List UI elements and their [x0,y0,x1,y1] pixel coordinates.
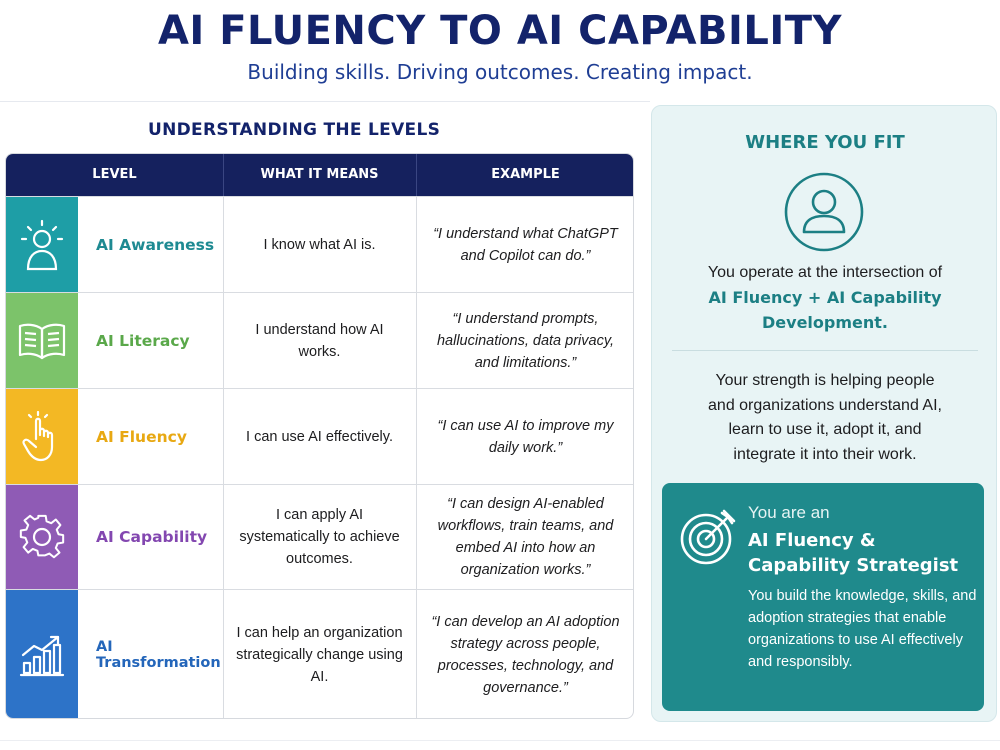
level-name: AI Fluency [96,427,187,446]
level-example: “I understand what ChatGPT and Copilot c… [433,225,618,264]
page-subtitle: Building skills. Driving outcomes. Creat… [247,60,753,84]
panel-title: WHERE YOU FIT [745,132,905,153]
table-row: AI Capability I can apply AI systematica… [6,484,633,589]
where-you-fit-panel: WHERE YOU FIT You operate at the interse… [651,105,997,722]
open-book-icon [18,323,66,359]
table-row: AI Awareness I know what AI is. “I under… [6,196,633,292]
levels-table: LEVEL WHAT IT MEANS EXAMPLE AI Awareness… [5,153,634,719]
level-meaning: I can help an organization strategically… [236,625,403,685]
panel-intro: You operate at the intersection of [707,264,943,281]
column-separator [416,196,417,718]
panel-highlight: AI Fluency + AI Capability [708,288,942,307]
column-header-meaning: WHAT IT MEANS [260,167,379,182]
level-example: “I understand prompts, hallucinations, d… [436,310,615,371]
panel-divider [672,350,978,351]
panel-strength-text: learn to use it, adopt it, and [728,421,922,438]
role-card: You are an AI Fluency & Capability Strat… [662,483,984,711]
level-meaning: I understand how AI works. [255,321,384,360]
card-role-title: AI Fluency & Capability Strategist [748,530,959,576]
level-name: AI Awareness [96,235,215,254]
footer-divider [0,740,1000,741]
level-name: AI Literacy [96,331,190,350]
card-intro: You are an [748,503,830,522]
level-color-cell [6,389,78,484]
level-example: “I can use AI to improve my daily work.” [437,417,614,456]
hand-tap-icon [22,410,54,461]
page-title: AI FLUENCY TO AI CAPABILITY [157,8,843,54]
panel-strength-text: Your strength is helping people [715,372,935,389]
level-name: AI Transformation [96,639,221,671]
gear-icon [19,514,65,559]
level-color-cell [6,197,78,292]
level-meaning: I can use AI effectively. [246,428,393,445]
column-separator [223,196,224,718]
level-meaning: I can apply AI systematically to achieve… [239,507,400,567]
column-header-example: EXAMPLE [491,167,560,182]
level-color-cell [6,485,78,589]
person-icon [784,172,864,252]
level-name: AI Capability [96,528,208,546]
header-divider [0,101,650,102]
level-color-cell [6,293,78,388]
panel-strength-text: integrate it into their work. [733,446,917,463]
panel-highlight: Development. [762,313,888,332]
table-row: AI Literacy I understand how AI works. “… [6,292,633,388]
levels-section-title: UNDERSTANDING THE LEVELS [148,120,441,140]
level-color-cell [6,590,78,718]
level-meaning: I know what AI is. [263,236,376,253]
table-row: AI Transformation I can help an organiza… [6,589,633,718]
lightbulb-person-icon [20,219,64,270]
table-row: AI Fluency I can use AI effectively. “I … [6,388,633,484]
growth-chart-icon [19,635,65,677]
panel-strength-text: and organizations understand AI, [708,397,942,414]
target-icon [680,509,736,565]
level-example: “I can develop an AI adoption strategy a… [431,614,620,696]
header-separator [223,154,224,196]
header-separator [416,154,417,196]
column-header-level: LEVEL [92,167,137,182]
level-example: “I can design AI-enabled workflows, trai… [437,496,614,578]
card-description: You build the knowledge, skills, and ado… [748,588,977,670]
table-header: LEVEL WHAT IT MEANS EXAMPLE [6,154,633,196]
